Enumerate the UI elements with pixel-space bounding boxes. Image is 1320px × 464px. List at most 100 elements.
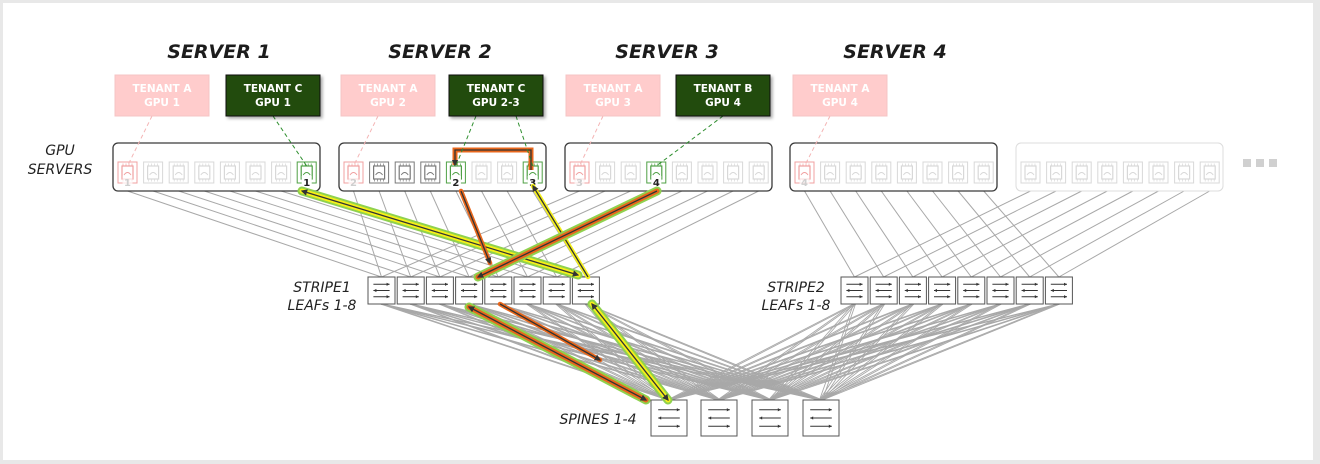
tenant-gpu-connector [353,115,379,167]
server-leaf-link [983,190,1060,278]
gpu-servers-label-line2: SERVERS [28,162,93,178]
tenant-gpu: GPU 2-3 [472,97,519,109]
switch-arrow-head [402,288,406,293]
leaf-switch-icon [484,276,513,305]
leaf-switch-icon [869,276,898,305]
switch-arrow-head [591,295,594,299]
tenant-name: TENANT A [133,83,193,95]
switch-arrow-head [810,416,814,420]
gpu-chip-glyph [754,172,763,176]
switch-arrow-head [777,424,781,428]
gpu-number-bg [651,176,662,188]
tenant-name: TENANT A [359,83,419,95]
server-leaf-link [829,190,885,278]
server-leaf-link [855,190,914,278]
flow-arrow [451,149,532,170]
gpu-chip-icon [168,161,189,184]
server-leaf-link [804,190,855,278]
tenant-gpu: GPU 2 [370,97,406,109]
gpu-chip-core [1049,165,1063,180]
more-dot [1269,159,1277,167]
gpu-chip-icon [948,161,969,184]
gpu-chip-glyph [601,172,609,176]
leaf-spine-link [717,303,971,401]
tenant-gpu: GPU 4 [705,97,741,109]
server-leaf-link [178,190,441,278]
leaf-spine-link [771,303,856,401]
more-servers-indicator [1243,159,1277,167]
server-leaf-link [1058,190,1210,278]
switch-arrow-head [859,295,863,299]
leaf-spine-link [819,303,1059,401]
switch-arrow-head [415,295,419,299]
switch-arrow-head [577,288,581,293]
switch-arrow-head [548,288,552,293]
gpu-chip-icon [697,161,718,184]
server-leaf-link [1029,190,1185,278]
flow-arrow [300,189,580,277]
gpu-number-label: 2 [350,178,357,189]
gpu-chip-core [424,165,437,180]
flow-tenant-c-gpu2-to-leaf4 [458,188,493,266]
gpu-number-bg [450,176,461,188]
more-dot [1243,159,1251,167]
gpu-chip-glyph [277,172,285,176]
leaf-switch-icon [1044,276,1073,305]
gpu-chip-core [701,165,714,180]
gpu-chip-glyph [149,172,157,176]
switch-arrow-head [431,288,435,293]
gpu-chip-icon [896,161,917,184]
switch-arrow-head [474,295,478,299]
leaf-switch-icon [396,276,425,305]
switch-arrow-head [947,282,951,286]
gpu-chip-core [900,165,914,180]
leaf-spine-link [667,303,971,401]
gpu-chip-glyph [200,172,209,176]
gpu-chip-icon [820,161,841,184]
switch-arrow-head [445,282,448,286]
gpu-chip-glyph [626,172,635,176]
tenant-box-bg [792,74,888,117]
spine-switch-icon [700,399,738,437]
gpu-chip-core [951,165,965,180]
tenant-name: TENANT C [244,83,303,95]
leaf-spine-link [717,303,1000,401]
gpu-chip-icon [394,161,415,184]
leaf-switch-icon [986,276,1015,305]
flow-tenant-c-gpu3-to-leaf8 [530,183,591,280]
tenant-gpu: GPU 4 [822,97,858,109]
flow-arrow [499,303,602,361]
switch-arrow-head [561,282,565,286]
leaf-spine-link [768,303,883,401]
flow-tenant-c-gpu3-to-gpu2-nvlink [451,147,534,170]
server-leaf-link [912,190,1082,278]
gpu-chip-core [373,165,386,180]
leaf-switch-icon [571,276,600,305]
spine-switch-icon [802,399,840,437]
leaf-spine-link [717,303,913,401]
gpu-number-label: 3 [576,178,583,189]
switch-arrow-head [976,282,980,286]
gpu-chip-icon [1097,161,1118,184]
gpu-chip-icon [271,161,292,184]
gpu-chip-icon [471,161,492,184]
gpu-chip-glyph [503,172,511,176]
labels-layer: GPU SERVERS STRIPE1 LEAFs 1-8 STRIPE2 LE… [28,41,947,428]
more-dot [1256,159,1264,167]
gpu-number-bg [799,176,810,188]
gpu-number-label: 2 [452,178,459,189]
leaf-spine-link [819,303,942,401]
leaf-spine-link [667,303,1000,401]
switch-arrow-head [759,416,763,420]
leaf-spine-link [720,303,1061,401]
leaf-spine-link [670,303,856,401]
gpu-chip-glyph [678,172,686,176]
gpu-chip-core [275,165,288,180]
gpu-chip-core [977,165,990,180]
gpu-chip-glyph [1026,172,1035,176]
